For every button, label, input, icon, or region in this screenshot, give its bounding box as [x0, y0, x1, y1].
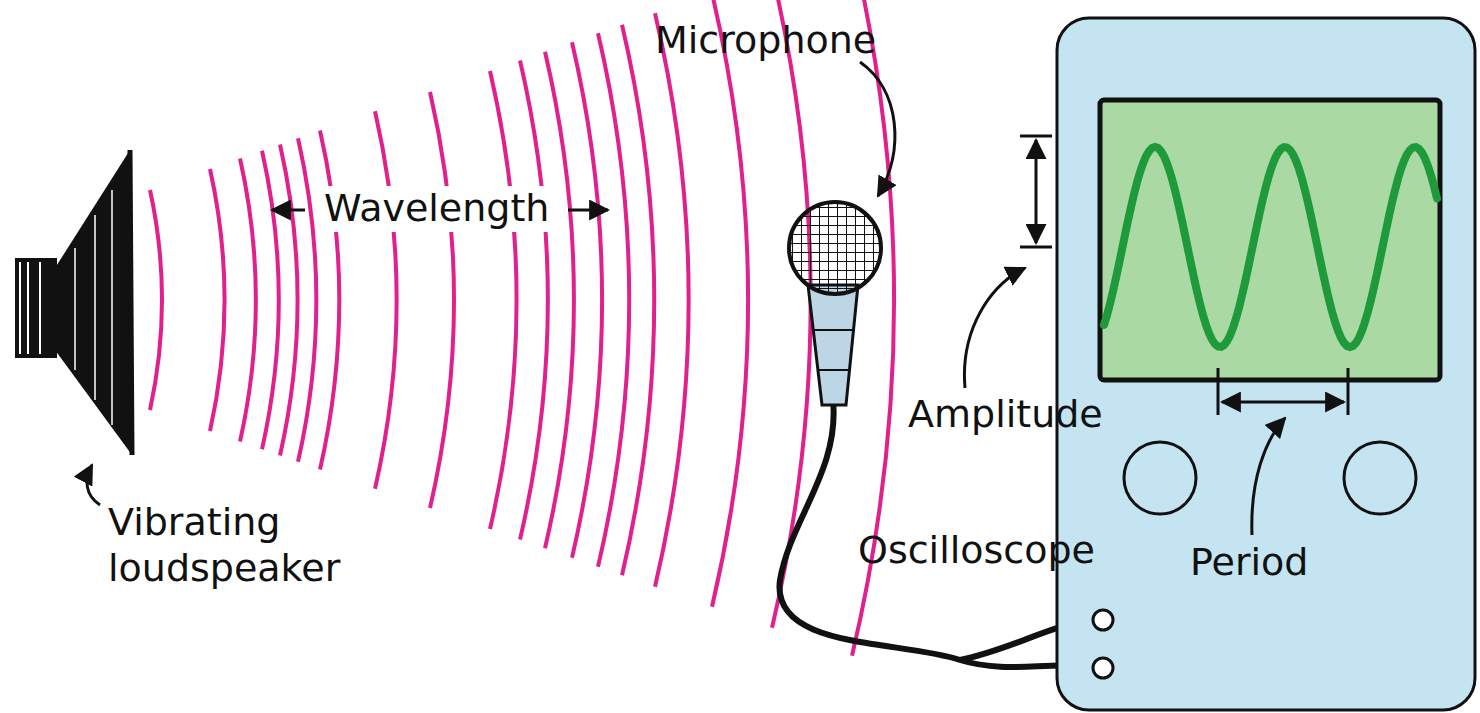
wave-front — [712, 0, 748, 607]
period-label: Period — [1190, 540, 1309, 586]
wave-front — [240, 159, 256, 442]
period-bracket — [1218, 368, 1348, 535]
loudspeaker-label: Vibrating loudspeaker — [108, 500, 368, 591]
oscilloscope — [1057, 18, 1475, 710]
wave-front — [655, 13, 689, 587]
wavelength-label: Wavelength — [320, 186, 553, 232]
wave-front — [280, 145, 298, 456]
wave-front — [375, 111, 397, 489]
wave-front — [490, 71, 517, 529]
loudspeaker — [15, 150, 132, 455]
amplitude-bracket — [964, 136, 1052, 388]
wave-front — [772, 0, 811, 628]
wave-front — [210, 169, 225, 431]
wave-front — [298, 138, 316, 462]
wave-front — [598, 33, 629, 567]
wave-front — [150, 190, 162, 410]
oscilloscope-label: Oscilloscope — [858, 528, 1095, 574]
wave-front — [545, 52, 574, 549]
wave-front — [572, 42, 602, 557]
amplitude-label: Amplitude — [908, 392, 1103, 438]
wave-front — [430, 92, 454, 508]
wave-front — [262, 151, 279, 449]
wave-front — [622, 25, 654, 575]
wave-front — [520, 61, 548, 540]
microphone-label: Microphone — [655, 18, 876, 64]
wave-front — [320, 131, 339, 470]
leader-lines — [87, 62, 895, 505]
